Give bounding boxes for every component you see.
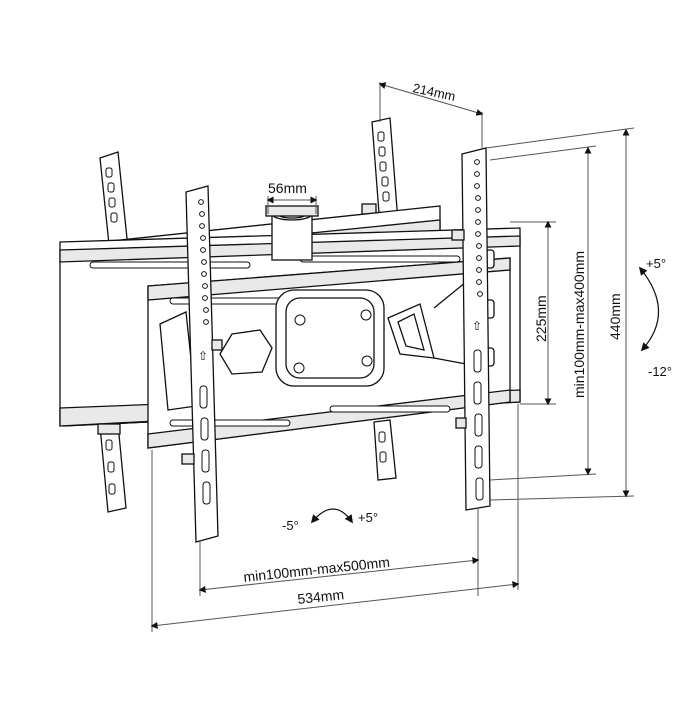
tilt-indicator: +5° -12° (638, 256, 672, 379)
front-left-vertical-bracket: ⇧ (181, 185, 223, 543)
svg-text:⇧: ⇧ (472, 319, 482, 333)
label-overall-width: 534mm (297, 586, 345, 607)
dimension-vesa-vertical: min100mm-max400mm (489, 145, 597, 481)
label-swivel-left: -5° (282, 518, 299, 533)
back-upper-left-bracket (99, 151, 129, 255)
dimension-vesa-horizontal: min100mm-max500mm (198, 508, 480, 596)
dimension-column-width: 56mm (266, 180, 318, 214)
label-tilt-down: -12° (648, 364, 672, 379)
column-tube (265, 205, 319, 261)
back-lower-right-bracket (373, 419, 397, 481)
label-column-width: 56mm (268, 180, 307, 196)
swivel-indicator: -5° +5° (282, 508, 378, 533)
label-vesa-vertical: min100mm-max400mm (571, 251, 587, 398)
front-right-vertical-bracket: ⇧ (451, 147, 491, 511)
label-tilt-up: +5° (646, 256, 666, 271)
dimension-overall-width: 534mm (150, 404, 520, 632)
svg-text:⇧: ⇧ (198, 349, 208, 363)
dimension-overall-height: 440mm (485, 127, 635, 501)
label-vesa-horizontal: min100mm-max500mm (243, 554, 391, 585)
label-swivel-right: +5° (358, 510, 378, 525)
dimension-arm-depth: 214mm (378, 80, 484, 148)
dimension-inner-vertical: 225mm (510, 220, 556, 406)
front-panel (147, 249, 511, 449)
back-upper-right-bracket (361, 117, 399, 227)
back-lower-left-bracket (97, 423, 127, 513)
label-overall-height: 440mm (607, 293, 623, 340)
label-inner-vertical: 225mm (533, 295, 549, 342)
